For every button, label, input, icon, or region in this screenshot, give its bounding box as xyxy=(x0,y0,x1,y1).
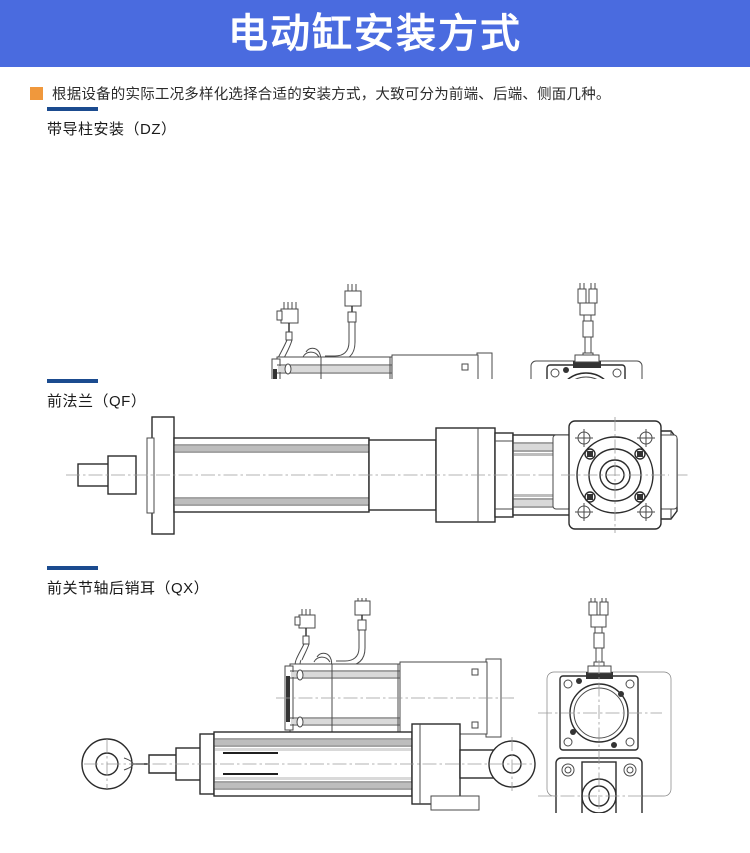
section-dz-head: 带导柱安装（DZ） xyxy=(0,107,750,139)
drawing-dz xyxy=(0,139,750,379)
qx-cable-connector-left xyxy=(294,609,316,673)
section-dz: 带导柱安装（DZ） xyxy=(0,107,750,379)
drawing-qf xyxy=(0,411,750,566)
page-header-banner: 电动缸安装方式 xyxy=(0,0,750,67)
accent-bar-icon xyxy=(47,566,98,570)
accent-bar-icon xyxy=(47,379,98,383)
section-qx-head: 前关节轴后销耳（QX） xyxy=(0,566,750,598)
drawing-qf-svg xyxy=(66,416,688,535)
section-qf: 前法兰（QF） xyxy=(0,379,750,566)
section-dz-label: 带导柱安装（DZ） xyxy=(47,121,177,138)
dz-side-view xyxy=(271,284,493,379)
section-qx: 前关节轴后销耳（QX） xyxy=(0,566,750,813)
qx-cable-connector-right xyxy=(313,598,371,667)
accent-bar-icon xyxy=(47,107,98,111)
qx-lower-body xyxy=(81,723,536,811)
drawing-qx xyxy=(0,598,750,813)
qf-tapped-holes xyxy=(584,448,646,503)
section-qf-head: 前法兰（QF） xyxy=(0,379,750,411)
dz-end-view xyxy=(530,283,643,379)
section-qf-label: 前法兰（QF） xyxy=(47,393,147,410)
subtitle-row: 根据设备的实际工况多样化选择合适的安装方式，大致可分为前端、后端、侧面几种。 xyxy=(0,67,750,107)
dz-upper-body xyxy=(271,352,493,379)
qx-end-connectors xyxy=(588,598,609,670)
section-qx-label: 前关节轴后销耳（QX） xyxy=(47,580,210,597)
qx-side-view xyxy=(81,598,536,811)
dz-end-connectors xyxy=(577,283,598,362)
page-title: 电动缸安装方式 xyxy=(228,10,522,57)
dz-cable-connector-right xyxy=(302,284,362,362)
qx-end-view xyxy=(538,598,672,813)
qf-end-view xyxy=(552,417,678,533)
drawing-qx-svg xyxy=(81,598,672,813)
orange-square-bullet-icon xyxy=(30,87,43,100)
drawing-dz-svg xyxy=(271,283,643,379)
subtitle-text: 根据设备的实际工况多样化选择合适的安装方式，大致可分为前端、后端、侧面几种。 xyxy=(52,87,611,103)
qx-upper-body xyxy=(276,658,514,738)
